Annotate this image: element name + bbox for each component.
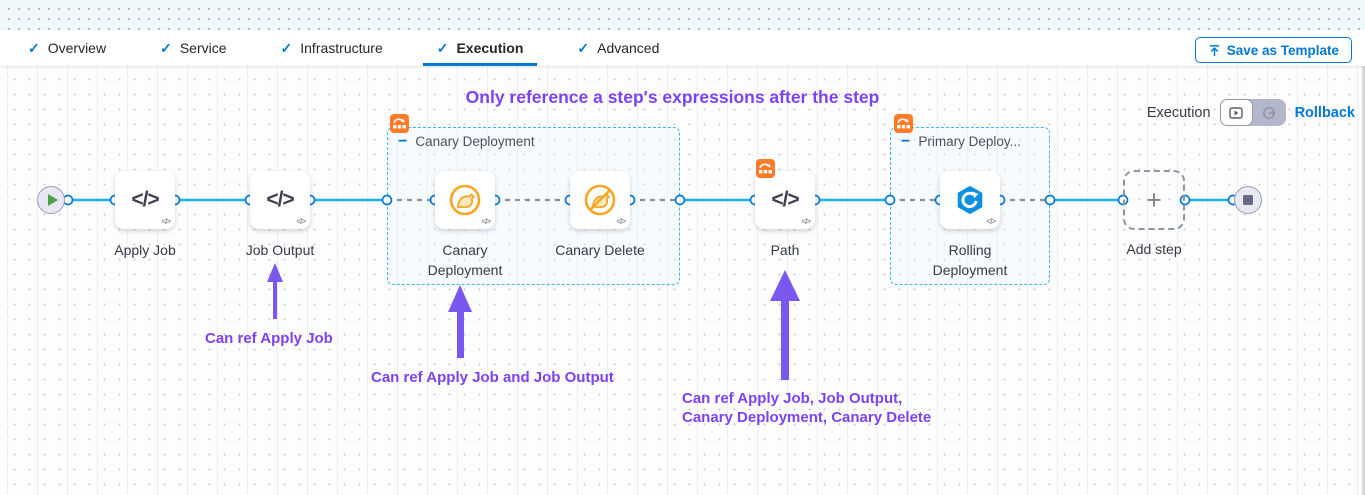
code-mini-icon: </> <box>481 217 491 226</box>
canvas-scrollbar[interactable] <box>1362 66 1365 495</box>
tab-label: Execution <box>456 40 524 56</box>
code-mini-icon: </> <box>161 217 171 226</box>
canary-icon <box>449 184 481 216</box>
code-icon: </> <box>131 188 159 211</box>
annotation-can-ref-apply-job-output: Can ref Apply Job and Job Output <box>371 369 614 386</box>
group-title[interactable]: Primary Deploy... <box>918 134 1021 149</box>
tab-execution[interactable]: ✓ Execution <box>422 30 538 66</box>
rollback-mode-icon <box>1263 106 1276 119</box>
upload-template-icon <box>1209 44 1219 56</box>
play-icon <box>47 194 58 206</box>
execution-rollback-toggle[interactable] <box>1219 99 1286 126</box>
node-canary-deployment[interactable]: </> <box>435 171 495 229</box>
collapse-icon[interactable]: − <box>398 132 408 150</box>
node-apply-job[interactable]: </> </> <box>115 171 175 229</box>
tab-label: Overview <box>47 40 107 56</box>
execution-rollback-controls: Execution Rollback <box>1147 99 1355 126</box>
annotation-arrow-job-output <box>266 263 284 319</box>
rollback-link[interactable]: Rollback <box>1294 104 1355 121</box>
node-job-output[interactable]: </> </> <box>250 171 310 229</box>
pipeline-start-node[interactable] <box>37 186 65 214</box>
pipeline-end-node[interactable] <box>1234 186 1262 214</box>
tab-label: Infrastructure <box>300 40 383 56</box>
node-label-canary-deployment: Canary Deployment <box>427 242 503 278</box>
execution-label: Execution <box>1146 104 1211 121</box>
annotation-can-ref-apply-job: Can ref Apply Job <box>205 330 333 347</box>
annotation-arrow-canary-deployment <box>448 285 472 358</box>
tab-overview[interactable]: ✓ Overview <box>14 30 120 66</box>
save-as-template-button[interactable]: Save as Template <box>1194 37 1352 63</box>
connector-layer <box>62 194 1239 206</box>
check-icon: ✓ <box>436 39 449 56</box>
node-label-path: Path <box>770 242 800 258</box>
code-mini-icon: </> <box>986 217 996 226</box>
check-icon: ✓ <box>160 39 172 56</box>
group-title[interactable]: Canary Deployment <box>415 134 535 149</box>
check-icon: ✓ <box>28 39 40 56</box>
code-mini-icon: </> <box>801 217 811 226</box>
execution-canvas: Only reference a step's expressions afte… <box>0 66 1365 495</box>
rollout-strategy-icon <box>756 159 775 178</box>
execution-mode-icon <box>1229 106 1243 119</box>
check-icon: ✓ <box>280 39 293 56</box>
canary-delete-icon <box>584 184 616 216</box>
node-label-job-output: Job Output <box>245 242 315 258</box>
add-step-button[interactable]: + <box>1123 170 1185 230</box>
rollback-mode-button[interactable] <box>1253 99 1286 126</box>
tab-advanced[interactable]: ✓ Advanced <box>563 30 673 66</box>
node-rolling-deployment[interactable]: </> <box>940 171 1000 229</box>
group-primary-deployment[interactable]: − Primary Deploy... <box>890 127 1050 285</box>
annotation-line-1: Can ref Apply Job, Job Output, <box>682 390 903 407</box>
tab-label: Advanced <box>597 40 660 56</box>
code-mini-icon: </> <box>296 217 306 226</box>
node-label-rolling-deployment: Rolling Deployment <box>932 242 1008 278</box>
node-canary-delete[interactable]: </> <box>570 171 630 229</box>
group-header: − Primary Deploy... <box>901 132 1021 150</box>
canvas-heading: Only reference a step's expressions afte… <box>465 87 880 107</box>
code-icon: </> <box>771 188 799 211</box>
tab-label: Service <box>179 40 227 56</box>
node-label-add-step: Add step <box>1126 241 1182 257</box>
stop-icon <box>1243 195 1253 205</box>
node-label-canary-delete: Canary Delete <box>555 242 645 258</box>
code-mini-icon: </> <box>616 217 626 226</box>
rollout-strategy-icon <box>894 114 913 133</box>
save-as-template-label: Save as Template <box>1226 42 1339 58</box>
plus-icon: + <box>1146 184 1162 215</box>
execution-mode-button[interactable] <box>1219 99 1253 126</box>
annotation-arrow-path <box>770 270 800 380</box>
rolling-deployment-icon <box>957 185 983 215</box>
tab-infrastructure[interactable]: ✓ Infrastructure <box>267 30 397 66</box>
canvas-top-strip <box>0 0 1365 30</box>
code-icon: </> <box>266 188 294 211</box>
collapse-icon[interactable]: − <box>901 132 911 150</box>
annotation-line-2: Canary Deployment, Canary Delete <box>682 409 932 426</box>
node-label-apply-job: Apply Job <box>114 242 176 258</box>
stage-tabbar: ✓ Overview ✓ Service ✓ Infrastructure ✓ … <box>0 30 1365 66</box>
tab-service[interactable]: ✓ Service <box>146 30 240 66</box>
rollout-strategy-icon <box>390 114 409 133</box>
annotation-can-ref-four-steps: Can ref Apply Job, Job Output, Canary De… <box>682 389 931 427</box>
check-icon: ✓ <box>577 39 590 56</box>
group-header: − Canary Deployment <box>398 132 535 150</box>
node-path[interactable]: </> </> <box>755 171 815 229</box>
